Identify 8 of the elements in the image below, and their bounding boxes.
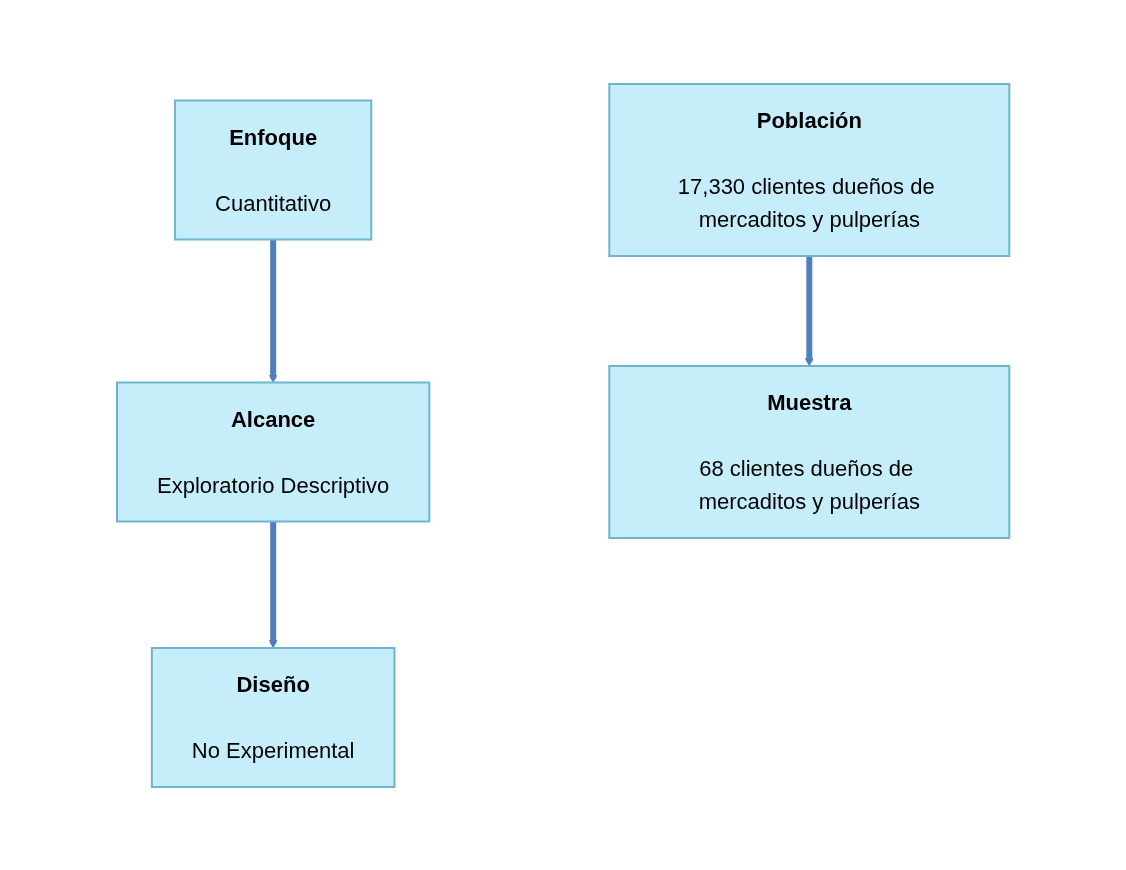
arrow [268,239,278,383]
node-box: Diseño No Experimental [150,646,396,788]
node-box: Muestra 68 clientes dueños de mercaditos y pulperías [608,364,1011,539]
arrow [268,521,278,648]
arrow [804,255,814,366]
node-box: Enfoque Cuantitativo [173,99,373,240]
node-box: Alcance Exploratorio Descriptivo [115,381,431,522]
node-box: Población 17,330 clientes dueños de mercaditos y pulperías [608,82,1011,257]
